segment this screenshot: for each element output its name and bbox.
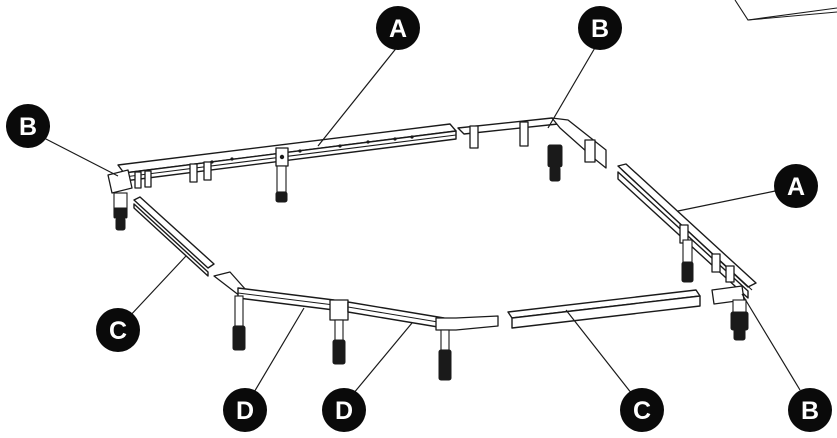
callout-b-top: B [578,6,622,50]
svg-text:A: A [389,15,407,43]
corner-b-top [457,117,607,182]
leader-lines [43,45,801,395]
svg-text:D: D [236,397,254,425]
svg-text:B: B [801,397,819,425]
rail-d-mid [329,299,499,381]
callout-d-mid: D [322,388,366,432]
svg-text:A: A [787,173,805,201]
callout-d-left: D [223,388,267,432]
callout-b-bottom-right: B [788,388,832,432]
leg-a-right [681,239,694,283]
sheet-edge [734,0,837,21]
callout-b-left: B [6,104,50,148]
corner-b-bottom-right [711,285,749,341]
svg-text:D: D [335,397,353,425]
svg-text:B: B [19,113,37,141]
rail-c-left [133,196,215,277]
svg-text:C: C [109,317,127,345]
callout-c-bottom: C [620,388,664,432]
svg-text:B: B [591,15,609,43]
svg-text:C: C [633,397,651,425]
rail-c-bottom [507,289,701,329]
callout-c-left: C [96,308,140,352]
rail-a-right [617,163,757,299]
callout-a-right: A [774,164,818,208]
rail-d-left [213,271,335,351]
callout-a-top: A [376,6,420,50]
rail-a-top [117,123,457,189]
leg-a-top [275,165,288,203]
corner-b-left [107,169,133,231]
